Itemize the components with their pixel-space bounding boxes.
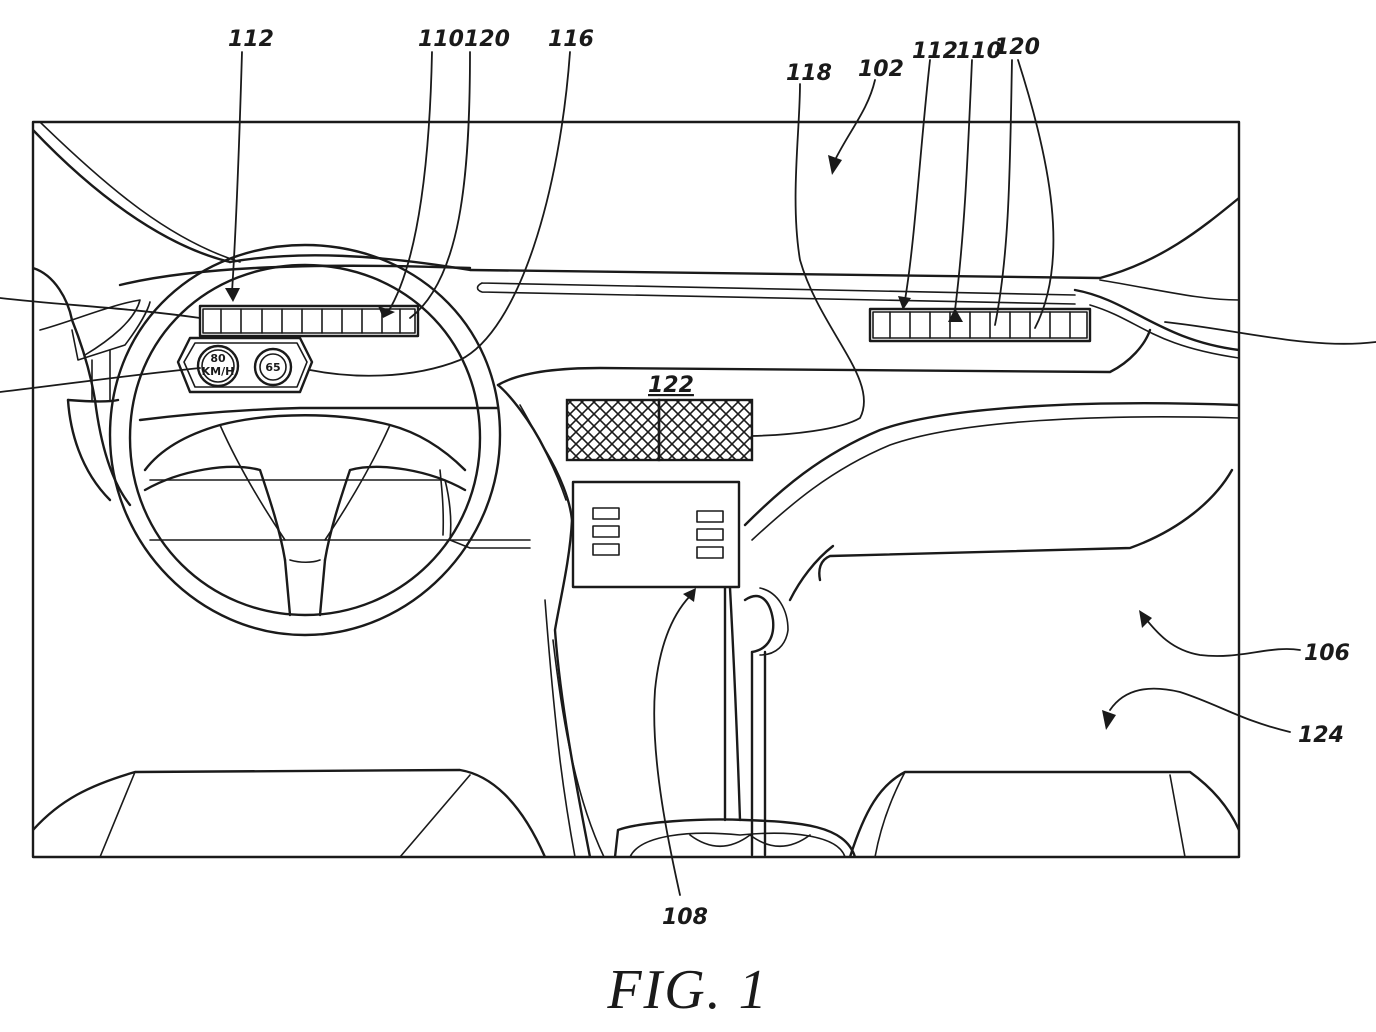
reference-numerals: 112 110 120 116 118 102 112 110 120 122 …: [228, 27, 1350, 930]
defroster-slot: [476, 282, 1076, 305]
left-a-pillar: [33, 128, 232, 264]
ref-120-right: 120: [994, 35, 1040, 60]
hvac-control-panel: [571, 480, 741, 589]
view-frame: [31, 120, 1241, 859]
center-display-right: [657, 398, 754, 462]
hvac-button[interactable]: [592, 507, 620, 520]
dashboard-top: [118, 264, 472, 287]
windshield-lower-edge: [228, 196, 1239, 280]
ref-110-right: 110: [956, 39, 1002, 64]
figure-caption: FIG. 1: [607, 959, 769, 1021]
right-vent-display: [868, 307, 1092, 343]
speed-value: 80: [210, 352, 226, 365]
steering-wheel: [108, 243, 502, 637]
cupholder: [613, 818, 857, 857]
hvac-button[interactable]: [696, 528, 724, 541]
left-vent-display: [198, 304, 420, 338]
speed-unit: KM/H: [202, 365, 235, 378]
ref-118: 118: [786, 61, 832, 86]
speed-limit-value: 65: [265, 361, 280, 374]
speed-limit-gauge: [253, 347, 293, 387]
hvac-button[interactable]: [592, 543, 620, 556]
ref-122: 122: [648, 373, 694, 398]
ref-106: 106: [1304, 641, 1350, 666]
ref-124: 124: [1298, 723, 1344, 748]
center-console-left: [553, 518, 592, 857]
hvac-button[interactable]: [696, 510, 724, 523]
ref-112-right: 112: [912, 39, 958, 64]
center-display-left: [565, 398, 661, 462]
reference-leaders: [0, 51, 1376, 896]
left-seat: [33, 768, 547, 857]
dashboard-right-panel: [743, 402, 1239, 527]
ref-102: 102: [858, 57, 904, 82]
hvac-button[interactable]: [696, 546, 724, 559]
glovebox-line: [818, 468, 1234, 582]
ref-108: 108: [662, 905, 708, 930]
hvac-button[interactable]: [592, 525, 620, 538]
ref-110-left: 110: [418, 27, 464, 52]
instrument-cluster: 80 KM/H 65: [176, 336, 314, 394]
ref-116: 116: [548, 27, 594, 52]
center-console-right: [723, 586, 742, 822]
right-seat: [848, 770, 1239, 857]
dashboard-face-upper: [496, 328, 1152, 387]
ref-120-left: 120: [464, 27, 510, 52]
ref-112-left: 112: [228, 27, 274, 52]
left-door-panel: [33, 266, 132, 507]
speedometer-gauge: [196, 344, 240, 388]
